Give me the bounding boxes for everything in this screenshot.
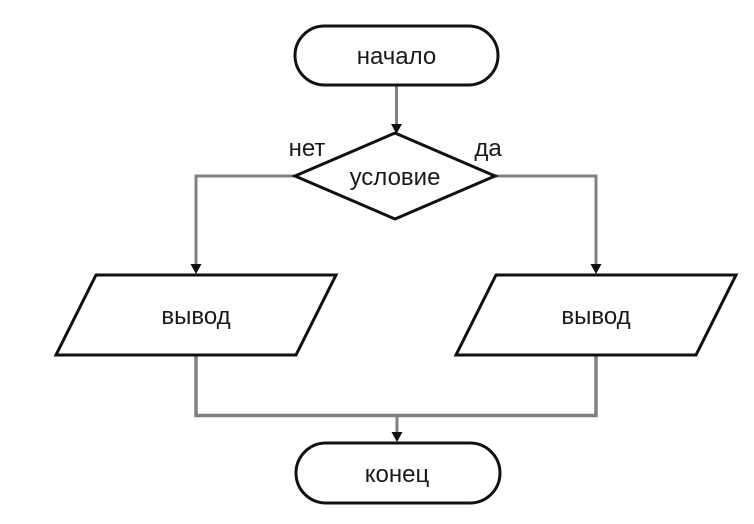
- node-start-shape: [293, 24, 500, 87]
- arrowhead-into-output-left: [190, 264, 202, 274]
- arrowhead-into-end: [391, 432, 403, 442]
- edge-condition-no-to-output-left: [194, 174, 295, 267]
- node-end-label: конец: [365, 461, 430, 488]
- branch-label-yes: да: [474, 135, 502, 162]
- node-end-shape: [294, 441, 502, 505]
- arrowhead-into-condition: [391, 124, 402, 134]
- node-output-right-shape: [453, 273, 739, 357]
- node-start-label: начало: [357, 43, 437, 70]
- node-condition-shape: [291, 131, 499, 221]
- node-output-left-shape: [53, 273, 339, 357]
- node-output-right-label: вывод: [561, 303, 630, 330]
- edge-outputs-merge: [194, 354, 598, 418]
- branch-label-no: нет: [289, 135, 326, 162]
- edge-condition-yes-to-output-right: [495, 174, 598, 267]
- node-condition-label: условие: [350, 164, 441, 191]
- node-output-left-label: вывод: [161, 303, 230, 330]
- arrowhead-into-output-right: [590, 264, 602, 274]
